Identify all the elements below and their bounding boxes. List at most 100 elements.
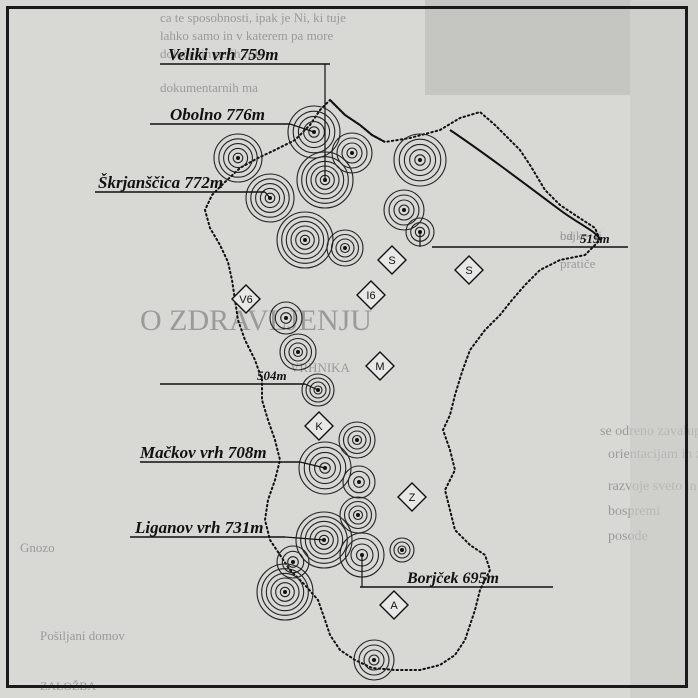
summit-dot [372,658,376,662]
summit-dot [357,480,361,484]
contour-ring [368,654,380,666]
zone-marker: S [454,255,484,285]
contour-ring [250,178,290,218]
contour-ring [388,194,420,226]
contour-ring [261,568,309,616]
zone-marker: Z [397,482,427,512]
contour-ring [288,342,308,362]
zone-marker: M [365,351,395,381]
contour-ring [403,143,437,177]
zone-marker: V6 [231,284,261,314]
contour-ring [309,525,339,555]
zone-label: Z [409,492,416,504]
contour-rings [213,105,447,681]
background-text-line: Pošiljani domov [40,628,125,643]
contour-ring [264,192,276,204]
peak-label: Liganov vrh 731m [134,518,263,537]
summit-dot [343,246,347,250]
zone-label: S [388,255,395,267]
contour-ring [303,446,347,490]
background-text-line: pratiče [560,256,596,271]
contour-ring [245,173,295,223]
zone-marker: S [377,245,407,275]
contour-ring [297,115,331,149]
contour-ring [223,143,253,173]
contour-ring [393,133,447,187]
zone-marker: A [379,590,409,620]
contour-ring [279,586,291,598]
contour-ring [274,306,298,330]
contour-ring [295,230,315,250]
contour-ring [346,147,358,159]
zone-label: K [315,421,323,433]
contour-ring [218,138,258,178]
contour-ring [351,434,363,446]
contour-ring [301,373,335,407]
peak-label: Mačkov vrh 708m [139,443,267,462]
contour-ring [308,126,320,138]
contour-ring [276,545,310,579]
contour-ring [283,337,313,367]
contour-ring [313,385,323,395]
contour-ring [353,639,395,681]
contour-ring [292,110,336,154]
contour-ring [265,572,305,612]
contour-ring [232,152,244,164]
contour-ring [292,346,304,358]
zone-label: V6 [239,294,252,306]
background-text-line: določenih petih rok [160,46,262,61]
contour-ring [343,500,373,530]
contour-ring [347,470,371,494]
contour-ring [330,233,360,263]
contour-ring [290,225,320,255]
contour-ring [255,183,285,213]
contour-ring [285,220,325,260]
background-text-line: dokumentarnih ma [160,80,258,95]
zone-label: S [465,265,472,277]
contour-ring [287,556,299,568]
contour-ring [319,462,331,474]
contour-ring [275,582,295,602]
contour-ring [398,138,442,182]
leader-line [304,383,319,391]
summit-dot [350,151,354,155]
contour-ring [326,229,364,267]
summit-dot [303,238,307,242]
contour-ring [336,137,368,169]
contour-ring [342,465,376,499]
leader-line [299,461,326,469]
contour-ring [397,545,407,555]
contour-ring [352,509,364,521]
peak-label: 519m [580,231,610,246]
contour-ring [308,451,342,485]
summit-dot [400,548,404,552]
contour-ring [295,511,353,569]
leader-line [264,191,271,199]
contour-ring [300,516,348,564]
region-boundary [203,98,602,671]
contour-ring [213,133,263,183]
contour-ring [342,425,372,455]
contour-ring [304,520,344,560]
zone-label: A [390,600,398,612]
zone-label: I6 [366,290,375,302]
contour-ring [305,377,331,403]
contour-ring [353,476,365,488]
peak-label: Škrjanščica 772m [98,173,223,192]
summit-dot [284,316,288,320]
contour-ring [363,649,385,671]
contour-ring [269,301,303,335]
background-text-line: ca te sposobnosti, ipak je Ni, ki tuje [160,10,346,25]
contour-ring [414,154,426,166]
peak-label: Obolno 776m [170,105,265,124]
background-text-line: od [560,228,574,243]
peak-label: Veliki vrh 759m [168,45,279,64]
contour-ring [393,199,415,221]
contour-ring [227,147,249,169]
contour-ring [259,187,281,209]
contour-ring [348,505,368,525]
summit-dot [291,560,295,564]
contour-ring [335,238,355,258]
